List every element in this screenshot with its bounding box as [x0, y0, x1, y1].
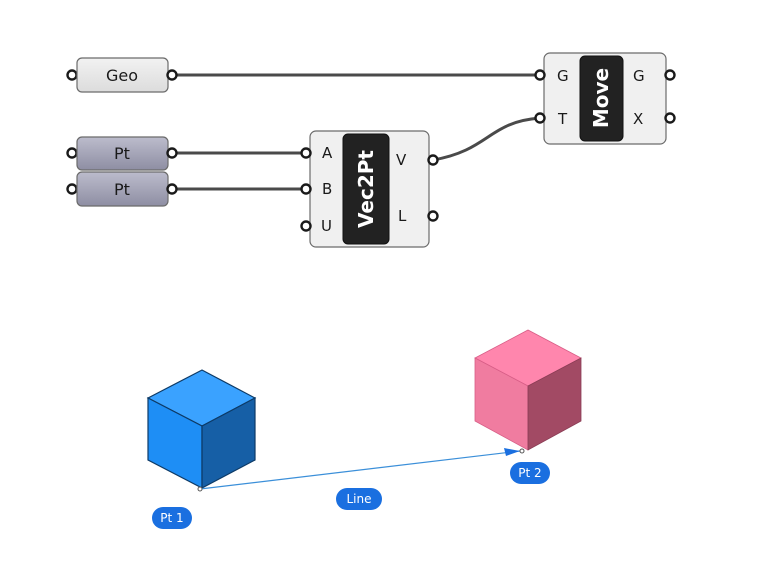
component-vec2pt-core[interactable]: [342, 133, 390, 245]
vec2pt-output-v-grip[interactable]: [427, 154, 439, 166]
vec2pt-input-u-label: U: [321, 217, 332, 235]
line-tag: Line: [336, 488, 382, 510]
vec2pt-output-l-label: L: [398, 207, 407, 225]
point-2-marker: [519, 448, 525, 454]
point-2-tag: Pt 2: [510, 462, 550, 484]
point-1-marker: [197, 486, 203, 492]
vec2pt-input-b-grip[interactable]: [300, 183, 312, 195]
param-pt-b[interactable]: Pt: [66, 171, 178, 207]
move-input-t-grip[interactable]: [534, 112, 546, 124]
component-vec2pt-name: Vec2Pt: [354, 150, 378, 228]
param-geo-label: Geo: [106, 66, 138, 85]
component-move-core[interactable]: [579, 55, 624, 142]
param-pt-a-label: Pt: [114, 144, 130, 163]
param-pt-a-input-grip[interactable]: [66, 147, 78, 159]
component-vec2pt[interactable]: Vec2Pt A B U V L: [300, 130, 439, 248]
wire-vec2pt-v-to-move-t[interactable]: [431, 116, 542, 162]
move-input-g-label: G: [557, 67, 569, 85]
param-pt-a-output-grip[interactable]: [166, 147, 178, 159]
moved-cube: [474, 329, 582, 451]
vec2pt-input-b-label: B: [322, 180, 332, 198]
move-output-g-label: G: [633, 67, 645, 85]
move-output-x-label: X: [633, 110, 643, 128]
param-pt-a[interactable]: Pt: [66, 136, 178, 171]
vector-line: [199, 450, 521, 490]
move-output-x-grip[interactable]: [664, 112, 676, 124]
vec2pt-input-a-label: A: [322, 144, 333, 162]
move-output-g-grip[interactable]: [664, 69, 676, 81]
move-input-t-label: T: [557, 110, 568, 128]
line-tag-label: Line: [346, 492, 371, 506]
point-1-tag: Pt 1: [152, 507, 192, 529]
param-geo-output-grip[interactable]: [166, 69, 178, 81]
vec2pt-input-a-grip[interactable]: [300, 147, 312, 159]
param-pt-b-output-grip[interactable]: [166, 183, 178, 195]
point-2-tag-label: Pt 2: [518, 466, 541, 480]
param-pt-b-label: Pt: [114, 180, 130, 199]
vec2pt-output-v-label: V: [396, 151, 407, 169]
vec2pt-input-u-grip[interactable]: [300, 220, 312, 232]
point-1-tag-label: Pt 1: [160, 511, 183, 525]
param-geo-input-grip[interactable]: [66, 69, 78, 81]
param-pt-b-input-grip[interactable]: [66, 183, 78, 195]
vector-arrowhead: [504, 448, 520, 456]
move-input-g-grip[interactable]: [534, 69, 546, 81]
component-move[interactable]: Move G T G X: [534, 52, 676, 145]
component-move-name: Move: [589, 68, 613, 128]
vec2pt-output-l-grip[interactable]: [427, 210, 439, 222]
source-cube: [146, 369, 257, 489]
param-geo[interactable]: Geo: [66, 57, 178, 93]
